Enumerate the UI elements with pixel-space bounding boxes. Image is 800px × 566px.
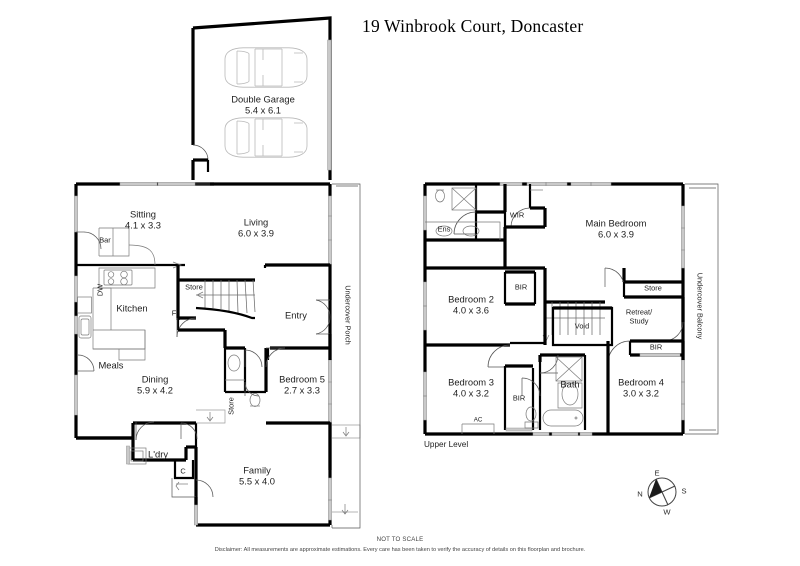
room-dim: 5.4 x 6.1 xyxy=(245,105,281,116)
room-name: Family xyxy=(243,464,271,476)
car-outline-2 xyxy=(224,117,308,158)
room-name: Entry xyxy=(285,309,307,321)
room-dim: 4.0 x 3.6 xyxy=(453,305,489,316)
label-bir-bedroom4: BIR xyxy=(649,342,663,352)
room-label-entry: Entry xyxy=(285,309,307,320)
label-retreat: Retreat/ xyxy=(625,307,653,317)
room-label-bedroom-3: Bedroom 3 4.0 x 3.2 xyxy=(448,377,494,400)
label-wir: WIR xyxy=(509,210,525,220)
room-label-family: Family 5.5 x 4.0 xyxy=(239,465,275,488)
compass-label-s: S xyxy=(681,486,687,496)
ground-staircase xyxy=(196,279,256,314)
room-name: Dining xyxy=(141,373,169,385)
label-undercover-porch: Undercover Porch xyxy=(343,285,353,345)
room-name: Sitting xyxy=(129,208,157,220)
compass-label-w: W xyxy=(663,507,671,517)
label-store-upper: Store xyxy=(644,283,662,293)
compass-label-e: E xyxy=(654,468,660,478)
room-label-bedroom-4: Bedroom 4 3.0 x 3.2 xyxy=(618,377,664,400)
label-undercover-balcony: Undercover Balcony xyxy=(695,272,705,340)
room-label-laundry: L'dry xyxy=(148,448,168,459)
room-name: Bedroom 5 xyxy=(279,373,325,385)
room-name: Living xyxy=(243,216,269,228)
room-label-bedroom-2: Bedroom 2 4.0 x 3.6 xyxy=(448,294,494,317)
room-name: Kitchen xyxy=(116,302,148,314)
room-label-meals: Meals xyxy=(98,359,123,370)
room-name: Double Garage xyxy=(231,93,295,105)
label-study: Study xyxy=(629,316,649,326)
label-bir-bedroom3: BIR xyxy=(512,393,526,403)
label-ensuite: Ens xyxy=(437,224,451,234)
label-void: Void xyxy=(574,321,590,331)
room-name: Bedroom 4 xyxy=(618,376,664,388)
label-fridge: F xyxy=(171,308,177,318)
compass-label-n: N xyxy=(637,489,643,499)
room-dim: 3.0 x 3.2 xyxy=(623,388,659,399)
label-store-understair: Store xyxy=(185,282,203,292)
room-label-dining: Dining 5.9 x 4.2 xyxy=(137,374,173,397)
label-ac: AC xyxy=(473,416,483,424)
room-dim: 4.1 x 3.3 xyxy=(125,220,161,231)
room-label-double-garage: Double Garage 5.4 x 6.1 xyxy=(231,94,295,117)
label-cupboard: C xyxy=(180,466,186,476)
room-label-kitchen: Kitchen xyxy=(116,302,147,313)
page-title: 19 Winbrook Court, Doncaster xyxy=(362,16,584,36)
label-bar: Bar xyxy=(99,235,111,245)
room-name: L'dry xyxy=(147,448,169,460)
room-dim: 6.0 x 3.9 xyxy=(598,229,634,240)
room-dim: 6.0 x 3.9 xyxy=(238,228,274,239)
room-label-bath: Bath xyxy=(560,378,580,390)
compass-rose xyxy=(647,477,677,507)
garage-block xyxy=(191,16,332,180)
label-dishwasher: DW xyxy=(95,283,105,297)
room-dim: 5.9 x 4.2 xyxy=(137,385,173,396)
label-bir-bedroom2: BIR xyxy=(514,282,528,292)
room-label-main-bedroom: Main Bedroom 6.0 x 3.9 xyxy=(586,218,647,241)
label-store-hall: Store xyxy=(226,397,236,415)
room-dim: 4.0 x 3.2 xyxy=(453,388,489,399)
room-label-bedroom-5: Bedroom 5 2.7 x 3.3 xyxy=(279,374,325,397)
disclaimer-note: Disclaimer: All measurements are approxi… xyxy=(214,547,586,553)
room-dim: 5.5 x 4.0 xyxy=(239,476,275,487)
room-label-living: Living 6.0 x 3.9 xyxy=(238,217,274,240)
upper-floor-block xyxy=(423,182,719,436)
ground-floor-block xyxy=(74,182,361,529)
car-outline-1 xyxy=(224,47,308,88)
room-name: Bedroom 2 xyxy=(448,293,494,305)
room-name: Main Bedroom xyxy=(585,217,647,229)
room-label-sitting: Sitting 4.1 x 3.3 xyxy=(125,209,161,232)
not-to-scale-note: NOT TO SCALE xyxy=(376,536,424,543)
room-name: Meals xyxy=(98,359,124,371)
upper-level-label: Upper Level xyxy=(424,440,469,449)
room-name: Bedroom 3 xyxy=(448,376,494,388)
room-dim: 2.7 x 3.3 xyxy=(284,385,320,396)
